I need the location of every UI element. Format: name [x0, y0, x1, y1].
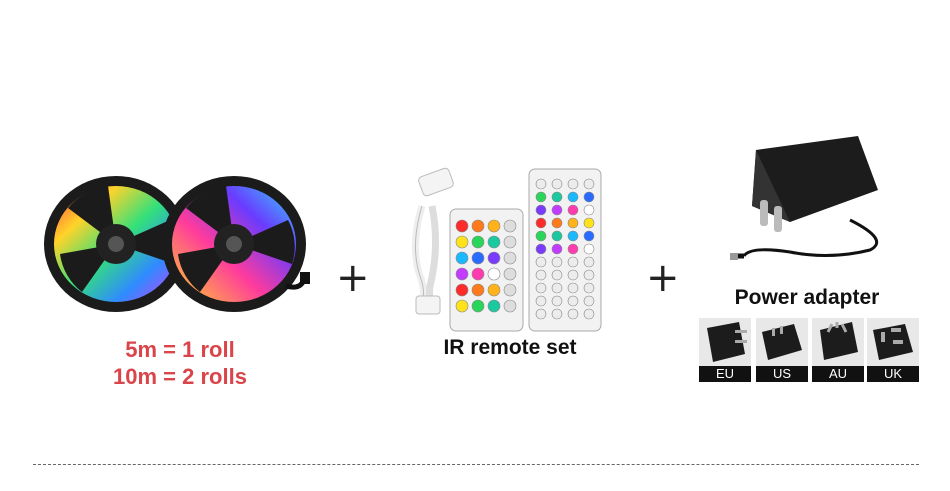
caption-line-2: 10m = 2 rolls	[113, 364, 247, 389]
remote-key	[583, 295, 595, 307]
remote-key	[535, 295, 547, 307]
remote-key	[535, 256, 547, 268]
remote-caption: IR remote set	[443, 336, 577, 359]
plus-sign-1: +	[336, 255, 370, 301]
remote-key	[471, 299, 485, 313]
remote-key	[487, 219, 501, 233]
remote-key	[583, 178, 595, 190]
remote-key	[535, 308, 547, 320]
remote-key	[567, 204, 579, 216]
remote-key	[583, 282, 595, 294]
plug-label-uk: UK	[867, 366, 919, 382]
remote-key	[487, 251, 501, 265]
ir-receiver	[411, 167, 454, 315]
plus-sign-2: +	[646, 255, 680, 301]
remote-key	[455, 219, 469, 233]
plug-us: US	[756, 318, 808, 382]
remote-key	[503, 267, 517, 281]
plug-label-eu: EU	[699, 366, 751, 382]
led-strip-image	[38, 168, 318, 318]
remote-key	[551, 308, 563, 320]
remote-key	[583, 308, 595, 320]
remote-key	[583, 217, 595, 229]
remote-key	[471, 267, 485, 281]
remote-key	[567, 256, 579, 268]
remote-key	[455, 283, 469, 297]
plug-eu: EU	[699, 318, 751, 382]
remote-key	[567, 269, 579, 281]
remote-key	[551, 191, 563, 203]
remote-key	[503, 219, 517, 233]
remote-key	[583, 269, 595, 281]
led-strip-caption: 5m = 1 roll 10m = 2 rolls	[60, 336, 300, 390]
remote-key	[471, 283, 485, 297]
remote-key	[567, 178, 579, 190]
remote-key	[471, 219, 485, 233]
remote-44-key	[528, 168, 602, 332]
remote-key	[535, 243, 547, 255]
led-roll-1	[44, 176, 188, 312]
remote-key	[487, 235, 501, 249]
caption-line-1: 5m = 1 roll	[125, 337, 235, 362]
remote-key	[551, 217, 563, 229]
remote-key	[551, 295, 563, 307]
remote-key	[535, 191, 547, 203]
remote-key	[583, 256, 595, 268]
remote-key	[487, 299, 501, 313]
remote-24-key	[449, 208, 524, 332]
remote-key	[551, 230, 563, 242]
remote-key	[487, 267, 501, 281]
remote-key	[567, 243, 579, 255]
remote-key	[487, 283, 501, 297]
remote-key	[503, 235, 517, 249]
power-adapter-image	[730, 130, 890, 280]
remote-key	[567, 217, 579, 229]
remote-key	[551, 204, 563, 216]
remote-key	[551, 256, 563, 268]
remote-key	[503, 251, 517, 265]
remote-key	[551, 178, 563, 190]
plug-au: AU	[812, 318, 864, 382]
remote-key	[567, 282, 579, 294]
remote-key	[471, 251, 485, 265]
remote-key	[535, 178, 547, 190]
remote-key	[535, 217, 547, 229]
remote-key	[583, 230, 595, 242]
adapter-caption: Power adapter	[734, 286, 880, 309]
remote-key	[455, 299, 469, 313]
remote-key	[535, 282, 547, 294]
dashed-divider	[33, 464, 919, 465]
remote-key	[567, 230, 579, 242]
remote-key	[455, 267, 469, 281]
remote-key	[567, 191, 579, 203]
remote-key	[567, 308, 579, 320]
remote-key	[455, 235, 469, 249]
ir-remote-image	[400, 166, 605, 334]
plug-uk: UK	[867, 318, 919, 382]
remote-key	[535, 269, 547, 281]
remote-key	[583, 191, 595, 203]
plug-label-au: AU	[812, 366, 864, 382]
remote-key	[551, 282, 563, 294]
plug-label-us: US	[756, 366, 808, 382]
remote-key	[471, 235, 485, 249]
remote-key	[535, 230, 547, 242]
remote-key	[551, 269, 563, 281]
remote-key	[583, 204, 595, 216]
remote-key	[551, 243, 563, 255]
remote-key	[567, 295, 579, 307]
remote-key	[503, 283, 517, 297]
led-roll-2	[162, 176, 310, 312]
remote-key	[455, 251, 469, 265]
remote-key	[503, 299, 517, 313]
remote-key	[583, 243, 595, 255]
remote-key	[535, 204, 547, 216]
